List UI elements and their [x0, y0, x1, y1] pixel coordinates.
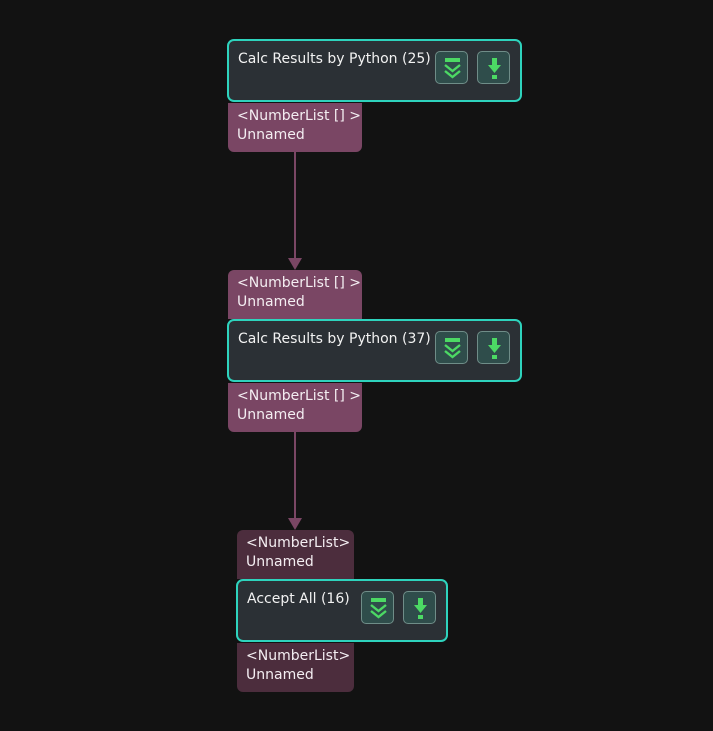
- output-port[interactable]: <NumberList [] > Unnamed: [228, 103, 362, 152]
- output-port[interactable]: <NumberList [] > Unnamed: [228, 383, 362, 432]
- input-port[interactable]: <NumberList> Unnamed: [237, 530, 354, 579]
- port-name: Unnamed: [237, 127, 305, 143]
- double-chevron-down-icon: [444, 58, 461, 79]
- port-type: <NumberList>: [246, 648, 351, 664]
- port-type: <NumberList [] >: [237, 275, 361, 291]
- output-port[interactable]: <NumberList> Unnamed: [237, 643, 354, 692]
- expand-button[interactable]: [361, 591, 394, 624]
- double-chevron-down-icon: [370, 598, 387, 619]
- edge-arrowhead: [288, 518, 302, 530]
- port-name: Unnamed: [246, 667, 314, 683]
- edge-37-to-16: [288, 432, 302, 530]
- node-title: Accept All (16): [247, 591, 350, 607]
- port-name: Unnamed: [246, 554, 314, 570]
- edge-25-to-37: [288, 152, 302, 270]
- port-type: <NumberList>: [246, 535, 351, 551]
- node-title: Calc Results by Python (25): [238, 51, 431, 67]
- node-calc-results-37[interactable]: Calc Results by Python (37): [227, 319, 522, 382]
- run-button[interactable]: [403, 591, 436, 624]
- run-button[interactable]: [477, 331, 510, 364]
- expand-button[interactable]: [435, 331, 468, 364]
- run-button[interactable]: [477, 51, 510, 84]
- double-chevron-down-icon: [444, 338, 461, 359]
- port-type: <NumberList [] >: [237, 388, 361, 404]
- edge-arrowhead: [288, 258, 302, 270]
- download-arrow-icon: [488, 58, 501, 79]
- port-name: Unnamed: [237, 294, 305, 310]
- node-calc-results-25[interactable]: Calc Results by Python (25): [227, 39, 522, 102]
- node-title: Calc Results by Python (37): [238, 331, 431, 347]
- expand-button[interactable]: [435, 51, 468, 84]
- download-arrow-icon: [488, 338, 501, 359]
- port-type: <NumberList [] >: [237, 108, 361, 124]
- download-arrow-icon: [414, 598, 427, 619]
- input-port[interactable]: <NumberList [] > Unnamed: [228, 270, 362, 319]
- port-name: Unnamed: [237, 407, 305, 423]
- node-accept-all-16[interactable]: Accept All (16): [236, 579, 448, 642]
